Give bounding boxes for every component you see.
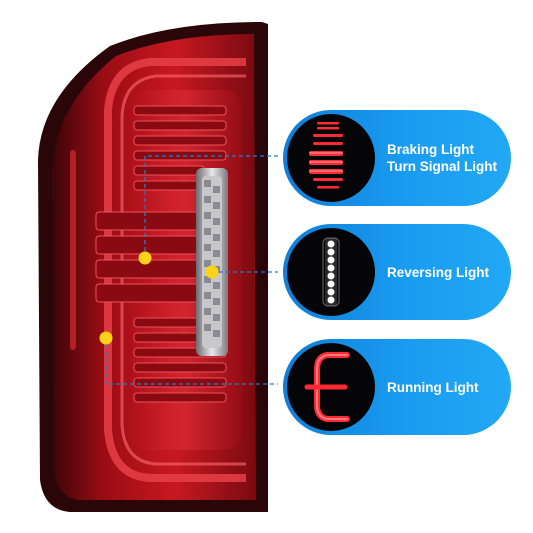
brake-turn-indicator [138, 251, 152, 265]
brake-light-label: Braking Light [387, 142, 474, 157]
running-indicator [99, 331, 113, 345]
callout-running: Running Light [283, 339, 511, 435]
callout-reverse: Reversing Light [283, 224, 511, 320]
callout-reverse-labels: Reversing Light [387, 224, 505, 320]
reverse-light-label: Reversing Light [387, 264, 490, 280]
callout-brake-turn-labels: Braking Light Turn Signal Light [387, 110, 505, 206]
callout-running-labels: Running Light [387, 339, 505, 435]
reverse-indicator [205, 265, 219, 279]
running-light-icon [287, 343, 375, 431]
turn-signal-label: Turn Signal Light [387, 159, 497, 174]
brake-ribs [95, 105, 227, 403]
connector-lines [105, 155, 278, 385]
callout-brake-turn: Braking Light Turn Signal Light [283, 110, 511, 206]
running-light-label: Running Light [387, 379, 479, 395]
reverse-light-icon [287, 228, 375, 316]
brake-turn-light-icon [287, 114, 375, 202]
reverse-light-module [196, 168, 228, 356]
